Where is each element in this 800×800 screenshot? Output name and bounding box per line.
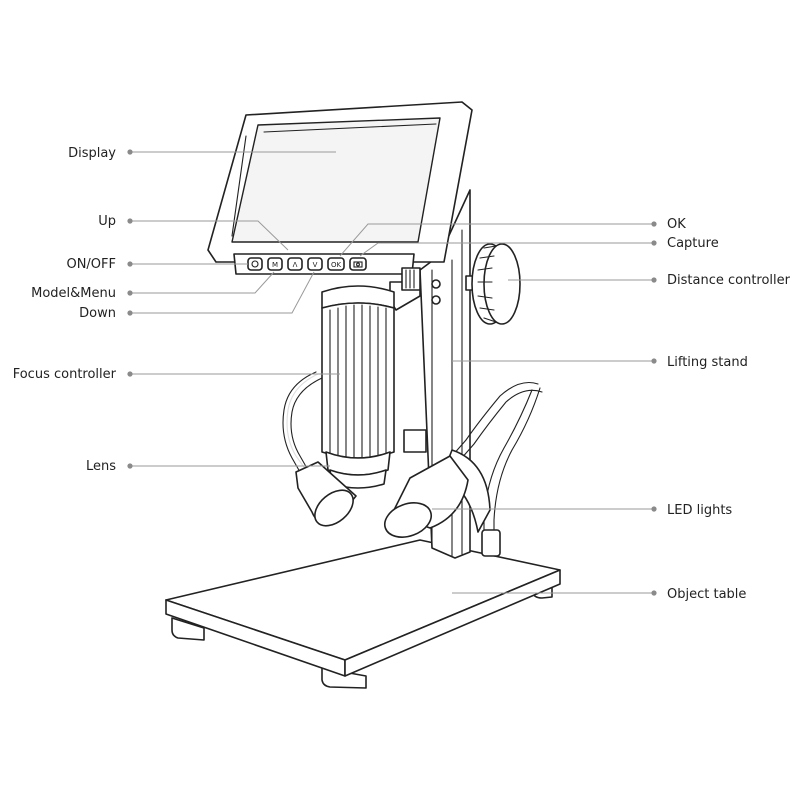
callout-lifting-stand: Lifting stand — [452, 355, 748, 370]
callout-up: Up — [98, 214, 289, 251]
button-model-menu[interactable]: M — [267, 257, 283, 271]
button-ok-glyph: OK — [331, 261, 342, 269]
callout-display: Display — [68, 146, 336, 161]
display-unit — [207, 101, 473, 275]
button-model-menu-glyph: M — [272, 261, 278, 269]
label-display: Display — [68, 146, 116, 161]
callout-capture: Capture — [359, 236, 719, 257]
distance-controller-knob — [465, 243, 521, 325]
label-down: Down — [79, 306, 116, 321]
callout-led-lights: LED lights — [432, 503, 732, 518]
button-capture[interactable] — [349, 257, 367, 271]
label-led-lights: LED lights — [667, 503, 732, 518]
label-focus-controller: Focus controller — [13, 367, 117, 382]
led-light-right — [383, 381, 543, 557]
callout-down: Down — [79, 271, 315, 321]
label-lens: Lens — [86, 459, 116, 474]
label-lifting-stand: Lifting stand — [667, 355, 748, 370]
led-light-left — [282, 371, 357, 527]
callout-ok: OK — [339, 217, 686, 257]
callout-object-table: Object table — [452, 587, 746, 602]
label-model-menu: Model&Menu — [31, 286, 116, 301]
label-up: Up — [98, 214, 116, 229]
label-on-off: ON/OFF — [66, 257, 116, 272]
callout-model-menu: Model&Menu — [31, 271, 275, 301]
callout-distance-controller: Distance controller — [508, 273, 791, 288]
label-object-table: Object table — [667, 587, 746, 602]
button-on-off[interactable] — [247, 257, 263, 271]
button-up-glyph: Λ — [293, 261, 298, 269]
label-distance-controller: Distance controller — [667, 273, 791, 288]
callout-on-off: ON/OFF — [66, 257, 248, 272]
button-down[interactable]: V — [307, 257, 323, 271]
label-ok: OK — [667, 217, 686, 232]
callout-lens: Lens — [86, 459, 330, 474]
button-down-glyph: V — [313, 261, 318, 269]
button-ok[interactable]: OK — [327, 257, 345, 271]
label-capture: Capture — [667, 236, 719, 251]
button-up[interactable]: Λ — [287, 257, 303, 271]
focus-controller-body — [321, 267, 421, 489]
callout-focus-controller: Focus controller — [13, 367, 340, 382]
object-table — [165, 539, 561, 689]
